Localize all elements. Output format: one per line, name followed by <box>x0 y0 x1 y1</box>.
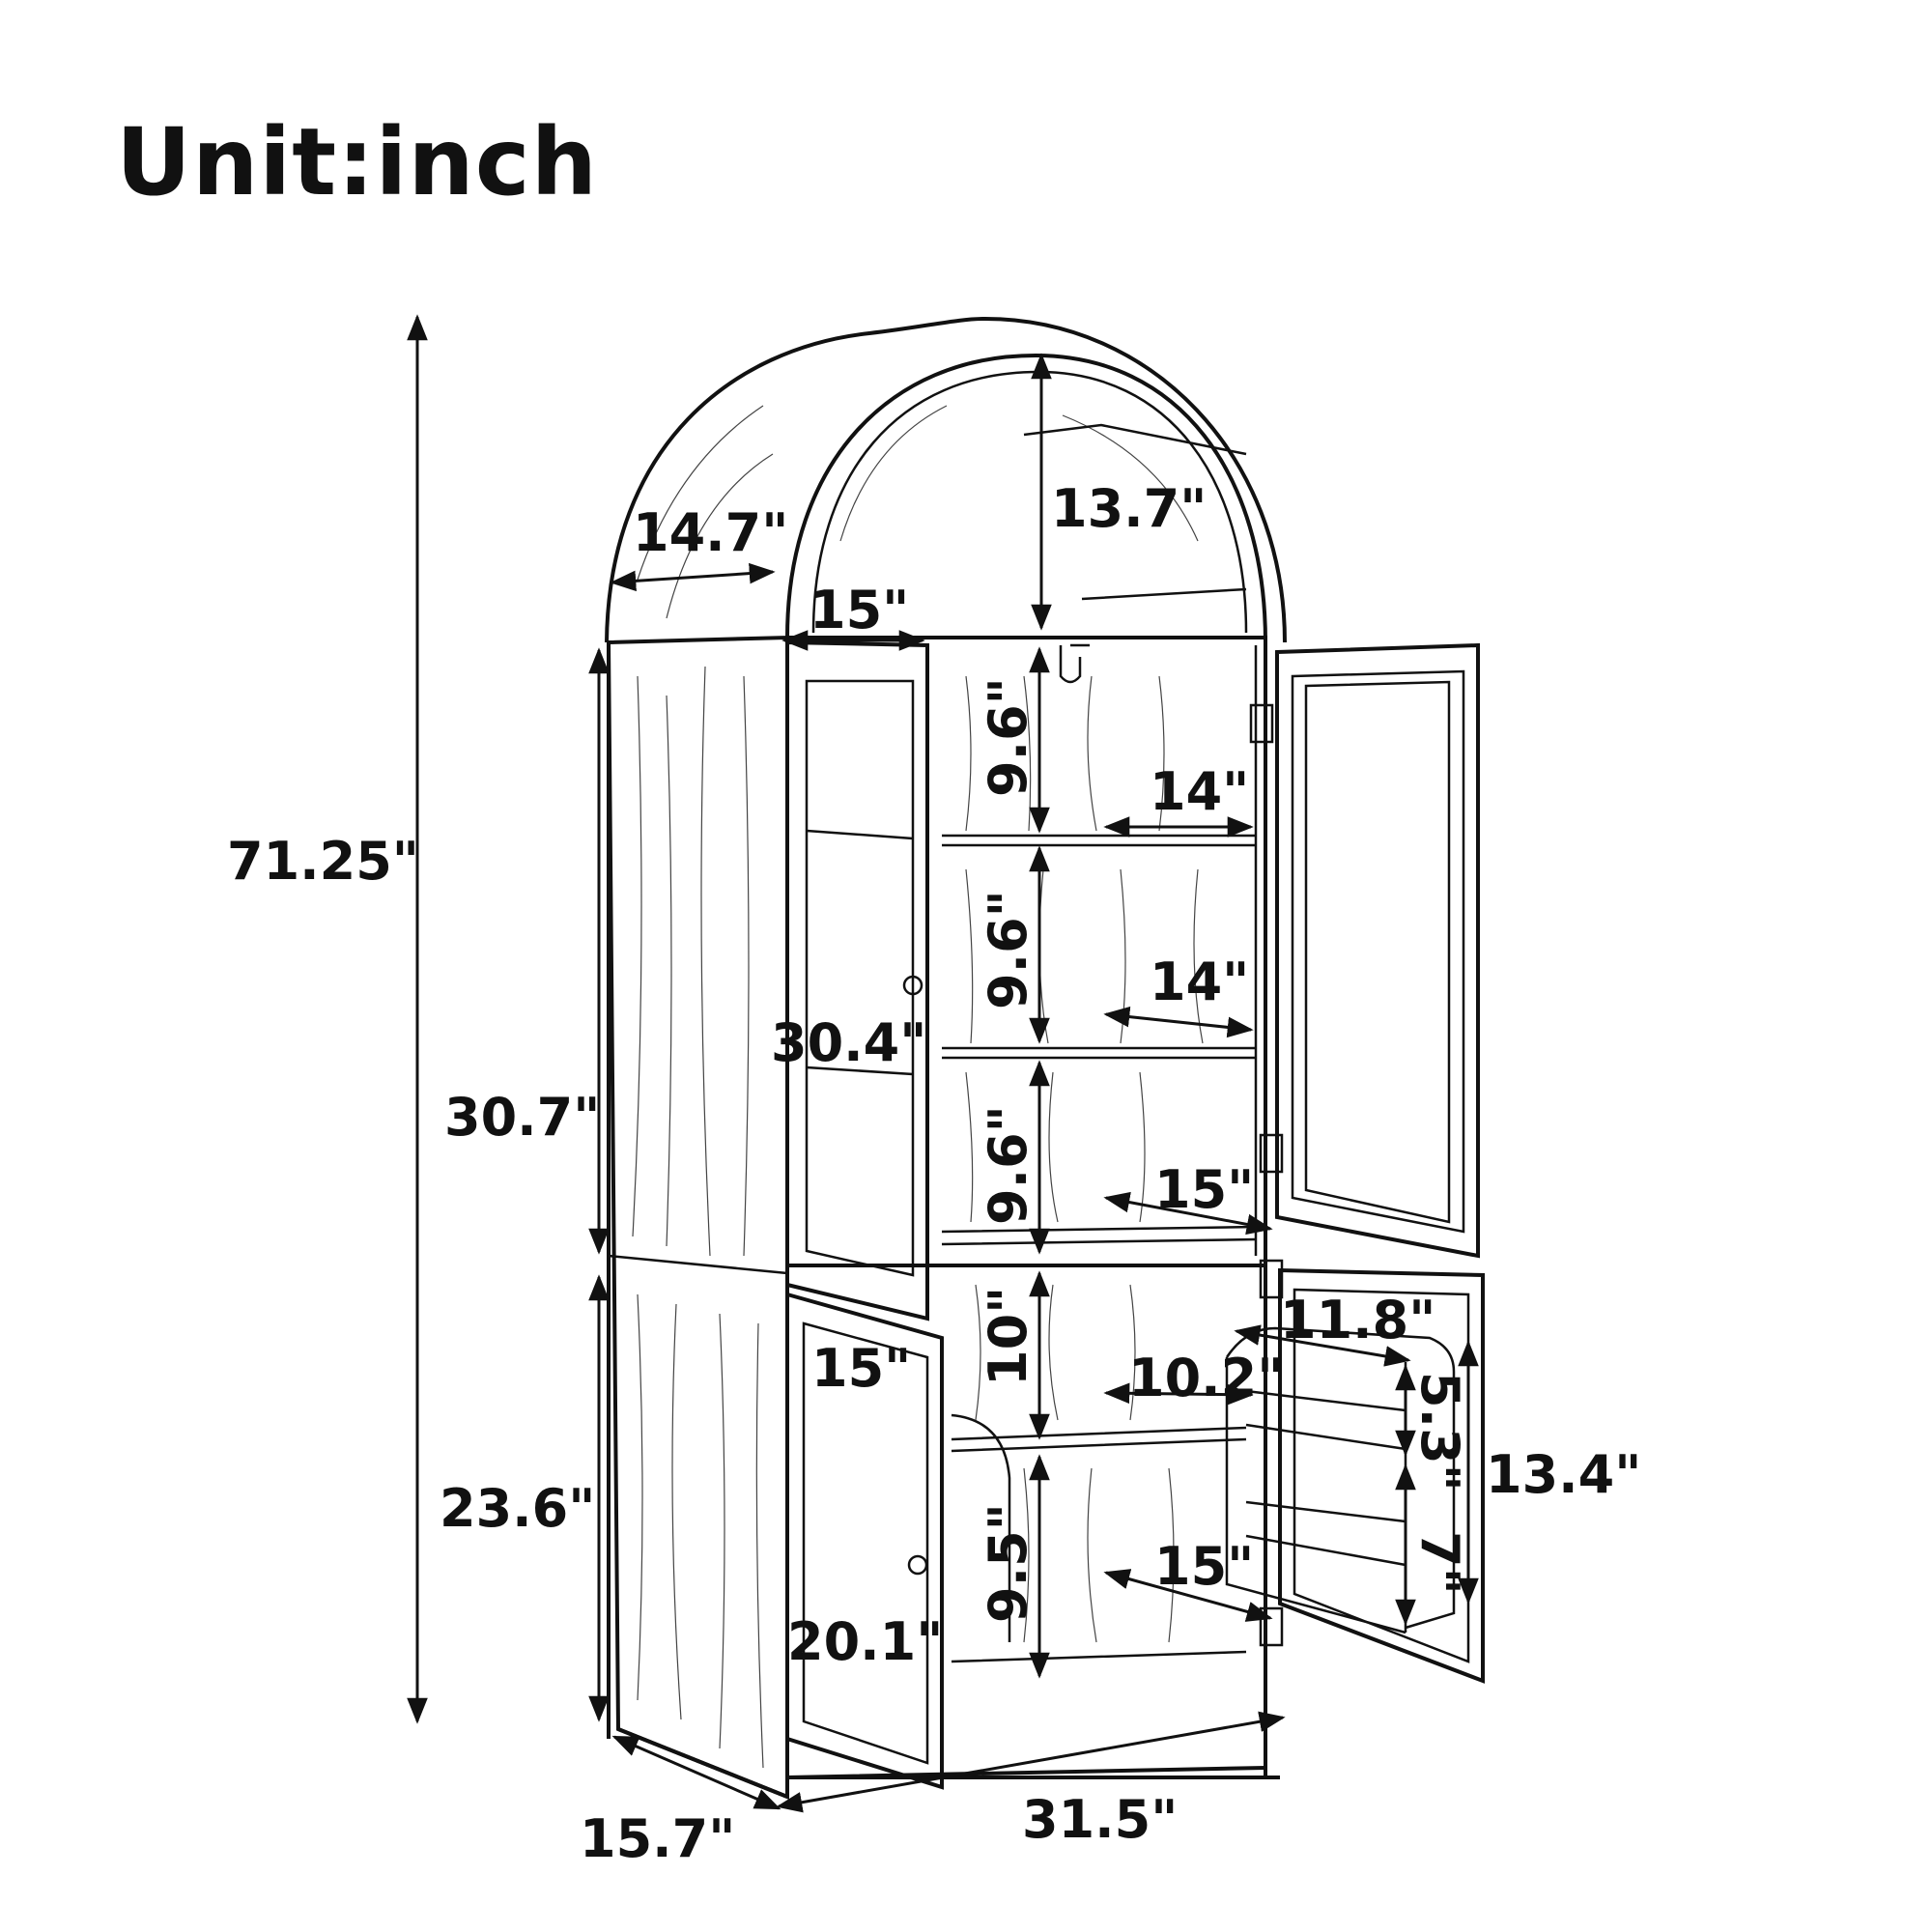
label-shelf-depth-2: 14" <box>1150 952 1249 1012</box>
label-arch-height: 13.7" <box>1051 478 1207 539</box>
label-arch-depth: 14.7" <box>633 502 788 563</box>
label-lower-gap-bottom: 9.5" <box>978 1503 1038 1623</box>
cabinet-arch-top <box>605 316 1287 643</box>
label-upper-height: 30.7" <box>444 1087 600 1148</box>
dimension-labels: 71.25" 30.7" 23.6" 14.7" 13.7" 15" 30.4"… <box>227 478 1641 1869</box>
label-overall-height: 71.25" <box>227 831 419 892</box>
label-lower-gap-top: 10" <box>978 1287 1038 1386</box>
label-rack-gap-bottom: 7" <box>1409 1531 1470 1595</box>
lower-right-door <box>1278 1267 1485 1684</box>
label-lower-door-height: 20.1" <box>787 1611 943 1672</box>
label-lower-door-width: 15" <box>811 1338 911 1399</box>
label-lower-shelf-depth-top: 10.2" <box>1128 1348 1284 1408</box>
label-shelf-depth-3: 15" <box>1154 1159 1254 1220</box>
label-lower-shelf-depth-bottom: 15" <box>1154 1536 1254 1597</box>
upper-right-door <box>1275 642 1480 1259</box>
label-base-width: 31.5" <box>1022 1789 1178 1850</box>
label-shelf-depth-1: 14" <box>1150 761 1249 822</box>
unit-title: Unit:inch <box>116 108 598 216</box>
label-shelf-gap-1: 9.6" <box>978 677 1038 797</box>
label-shelf-gap-3: 9.6" <box>978 1105 1038 1225</box>
cabinet-side-panel <box>606 635 789 1800</box>
label-shelf-gap-2: 9.6" <box>978 890 1038 1009</box>
label-rack-height: 13.4" <box>1486 1444 1641 1505</box>
dimension-lines <box>407 314 1479 1813</box>
label-lower-height: 23.6" <box>440 1478 595 1539</box>
label-base-depth: 15.7" <box>580 1808 735 1869</box>
label-rack-gap-top: 5.3" <box>1409 1372 1470 1492</box>
label-upper-door-width: 15" <box>810 580 909 640</box>
label-rack-width: 11.8" <box>1280 1290 1435 1350</box>
label-upper-door-height: 30.4" <box>771 1012 926 1073</box>
